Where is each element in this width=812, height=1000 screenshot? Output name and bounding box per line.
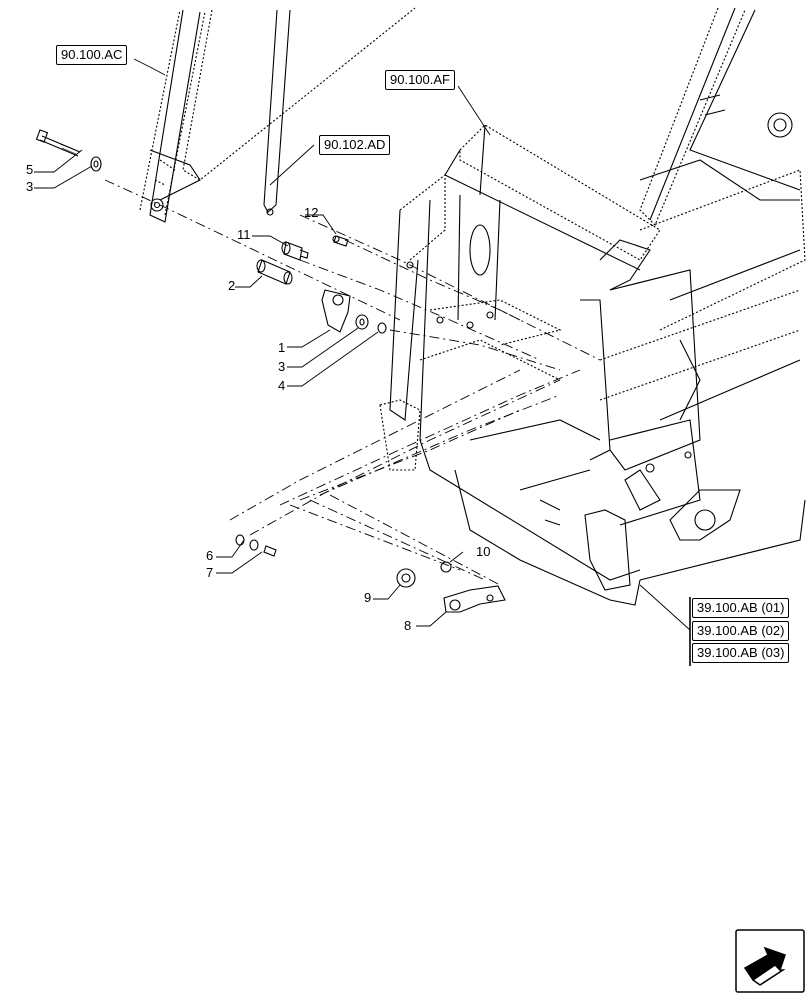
part-nut-9 — [396, 568, 416, 588]
alignment-lines — [104, 179, 601, 586]
callout-4: 4 — [278, 378, 286, 393]
right-loader-arm — [639, 7, 806, 421]
callout-10: 10 — [476, 544, 491, 559]
part-plate-8 — [443, 585, 506, 613]
part-nut-4 — [377, 322, 387, 334]
next-page-arrow-icon — [735, 929, 805, 993]
callout-2: 2 — [228, 278, 236, 293]
callout-12: 12 — [304, 205, 319, 220]
reference-39-100-ab-01[interactable]: 39.100.AB (01) — [692, 598, 790, 618]
reference-90-100-ac[interactable]: 90.100.AC — [56, 45, 128, 65]
left-loader-arm — [139, 7, 416, 223]
next-page-button[interactable] — [735, 928, 805, 993]
part-bolt-5 — [35, 129, 81, 157]
callout-3-top: 3 — [26, 179, 34, 194]
part-bracket-1 — [321, 289, 351, 333]
part-bushing-11 — [281, 241, 309, 261]
part-fitting-12 — [332, 235, 349, 247]
reference-39-100-ab-02[interactable]: 39.100.AB (02) — [692, 621, 790, 641]
leader-lines — [34, 58, 691, 666]
callout-11: 11 — [237, 227, 251, 242]
callout-5: 5 — [26, 162, 34, 177]
callout-1: 1 — [278, 340, 286, 355]
chassis-frame — [379, 124, 806, 606]
reference-90-100-af[interactable]: 90.100.AF — [385, 70, 455, 90]
part-bolt-7 — [263, 545, 277, 557]
part-washers-6 — [235, 534, 259, 551]
reference-90-102-ad[interactable]: 90.102.AD — [319, 135, 391, 155]
part-nut-10 — [440, 561, 452, 573]
callout-7: 7 — [206, 565, 214, 580]
callout-8: 8 — [404, 618, 412, 633]
part-washer-3-top — [90, 156, 102, 172]
part-washer-3 — [355, 314, 369, 330]
reference-39-100-ab-03[interactable]: 39.100.AB (03) — [692, 643, 790, 663]
cylinder-rod — [263, 9, 291, 216]
callout-3: 3 — [278, 359, 286, 374]
callout-9: 9 — [364, 590, 372, 605]
part-pin-2 — [256, 259, 293, 285]
callout-6: 6 — [206, 548, 214, 563]
